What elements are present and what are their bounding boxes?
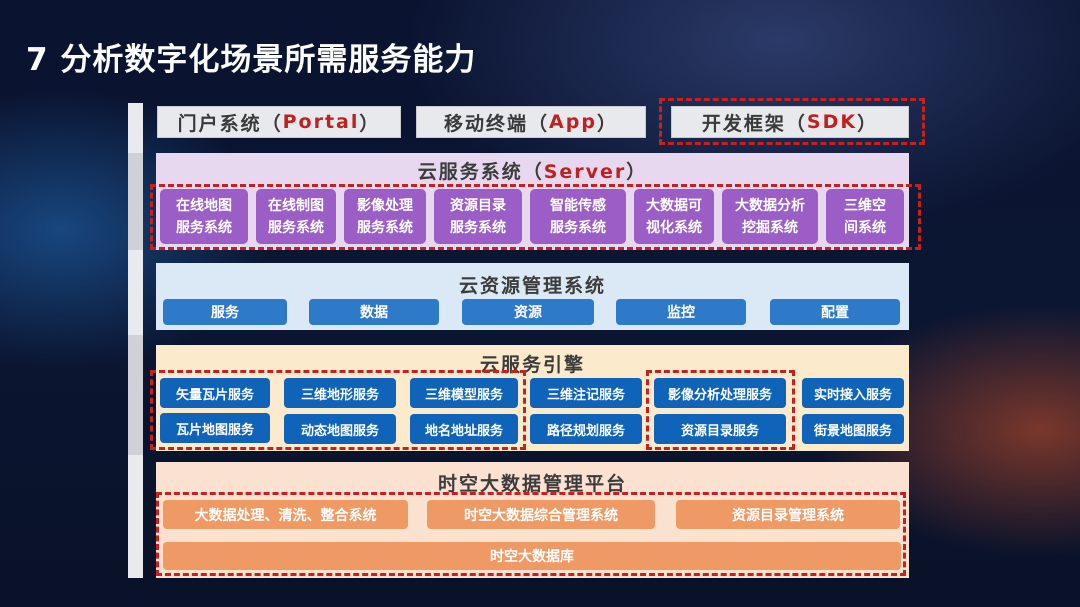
sidebar-segment-top bbox=[128, 103, 143, 153]
resource-item-data[interactable]: 数据 bbox=[309, 299, 439, 325]
server-item-line1: 影像处理 bbox=[357, 197, 413, 214]
app-label-prefix: 移动终端（ bbox=[444, 112, 550, 135]
portal-label-suffix: ） bbox=[359, 112, 381, 135]
sdk-box: 开发框架（SDK） bbox=[671, 106, 909, 138]
app-label-accent: App bbox=[549, 111, 597, 133]
portal-label-accent: Portal bbox=[282, 111, 360, 133]
engine-highlight-frame-right bbox=[646, 370, 795, 450]
server-item-line2: 服务系统 bbox=[550, 219, 606, 236]
server-item-line1: 大数据可 bbox=[646, 197, 702, 214]
server-item-line1: 三维空 bbox=[844, 197, 886, 214]
resource-title: 云资源管理系统 bbox=[458, 275, 606, 297]
server-item-line2: 服务系统 bbox=[268, 219, 324, 236]
server-item-line2: 挖掘系统 bbox=[742, 219, 798, 236]
server-title: 云服务系统（Server） bbox=[156, 157, 909, 184]
engine-item-3d-terrain[interactable]: 三维地形服务 bbox=[284, 378, 396, 408]
app-label-suffix: ） bbox=[596, 112, 618, 135]
sidebar-segment-server bbox=[128, 153, 143, 250]
server-title-prefix: 云服务系统（ bbox=[417, 161, 544, 183]
sdk-label-accent: SDK bbox=[806, 111, 858, 133]
server-item-line1: 智能传感 bbox=[550, 197, 606, 214]
server-item-bigdata-visualization[interactable]: 大数据可视化系统 bbox=[634, 189, 714, 244]
server-item-line1: 在线地图 bbox=[176, 197, 232, 214]
server-item-line2: 间系统 bbox=[844, 219, 886, 236]
engine-item-realtime-access[interactable]: 实时接入服务 bbox=[802, 378, 904, 408]
sdk-highlight-frame bbox=[659, 98, 925, 145]
server-item-online-map[interactable]: 在线地图服务系统 bbox=[160, 189, 248, 244]
server-highlight-frame bbox=[150, 184, 921, 250]
engine-item-resource-catalog[interactable]: 资源目录服务 bbox=[654, 414, 786, 444]
resource-item-monitor[interactable]: 监控 bbox=[616, 299, 746, 325]
server-item-smart-sensing[interactable]: 智能传感服务系统 bbox=[530, 189, 626, 244]
engine-item-3d-annotation[interactable]: 三维注记服务 bbox=[530, 378, 642, 408]
resource-item-resource[interactable]: 资源 bbox=[462, 299, 594, 325]
sidebar-segment-bigdata bbox=[128, 455, 143, 578]
resource-item-config[interactable]: 配置 bbox=[770, 299, 900, 325]
bigdata-item-catalog[interactable]: 资源目录管理系统 bbox=[676, 500, 900, 529]
server-item-line1: 在线制图 bbox=[268, 197, 324, 214]
portal-label-prefix: 门户系统（ bbox=[177, 112, 283, 135]
engine-item-route-planning[interactable]: 路径规划服务 bbox=[530, 414, 642, 444]
server-item-line2: 服务系统 bbox=[450, 219, 506, 236]
server-item-line2: 视化系统 bbox=[646, 219, 702, 236]
page-title: 7 分析数字化场景所需服务能力 bbox=[26, 42, 477, 78]
sidebar-segment-resource bbox=[128, 250, 143, 335]
bigdata-highlight-frame bbox=[156, 492, 906, 576]
server-item-line1: 资源目录 bbox=[450, 197, 506, 214]
sdk-label-prefix: 开发框架（ bbox=[701, 112, 807, 135]
bigdata-item-processing[interactable]: 大数据处理、清洗、整合系统 bbox=[163, 500, 408, 529]
app-box: 移动终端（App） bbox=[416, 106, 646, 138]
server-item-online-cartography[interactable]: 在线制图服务系统 bbox=[256, 189, 336, 244]
resource-item-service[interactable]: 服务 bbox=[163, 299, 287, 325]
engine-item-place-address[interactable]: 地名地址服务 bbox=[410, 414, 518, 444]
sidebar-segment-engine bbox=[128, 335, 143, 455]
server-title-suffix: ） bbox=[626, 161, 648, 183]
engine-item-vector-tile[interactable]: 矢量瓦片服务 bbox=[160, 378, 270, 408]
engine-item-3d-model[interactable]: 三维模型服务 bbox=[410, 378, 518, 408]
engine-item-dynamic-map[interactable]: 动态地图服务 bbox=[284, 414, 396, 444]
server-item-bigdata-mining[interactable]: 大数据分析挖掘系统 bbox=[722, 189, 818, 244]
bigdata-title: 时空大数据管理平台 bbox=[437, 473, 627, 495]
bigdata-item-comprehensive[interactable]: 时空大数据综合管理系统 bbox=[427, 500, 655, 529]
engine-item-streetview-map[interactable]: 街景地图服务 bbox=[802, 414, 904, 444]
sdk-label-suffix: ） bbox=[857, 112, 879, 135]
server-item-line1: 大数据分析 bbox=[735, 197, 805, 214]
server-item-resource-catalog[interactable]: 资源目录服务系统 bbox=[434, 189, 522, 244]
server-item-3d-spatial[interactable]: 三维空间系统 bbox=[826, 189, 904, 244]
portal-box: 门户系统（Portal） bbox=[157, 106, 401, 138]
engine-item-tile-map[interactable]: 瓦片地图服务 bbox=[160, 413, 270, 443]
server-item-line2: 服务系统 bbox=[357, 219, 413, 236]
bigdata-database[interactable]: 时空大数据库 bbox=[163, 542, 901, 570]
engine-item-image-analysis[interactable]: 影像分析处理服务 bbox=[654, 378, 786, 408]
server-title-accent: Server bbox=[543, 161, 627, 183]
engine-highlight-frame-left bbox=[150, 370, 526, 450]
server-item-image-processing[interactable]: 影像处理服务系统 bbox=[344, 189, 426, 244]
server-item-line2: 服务系统 bbox=[176, 219, 232, 236]
